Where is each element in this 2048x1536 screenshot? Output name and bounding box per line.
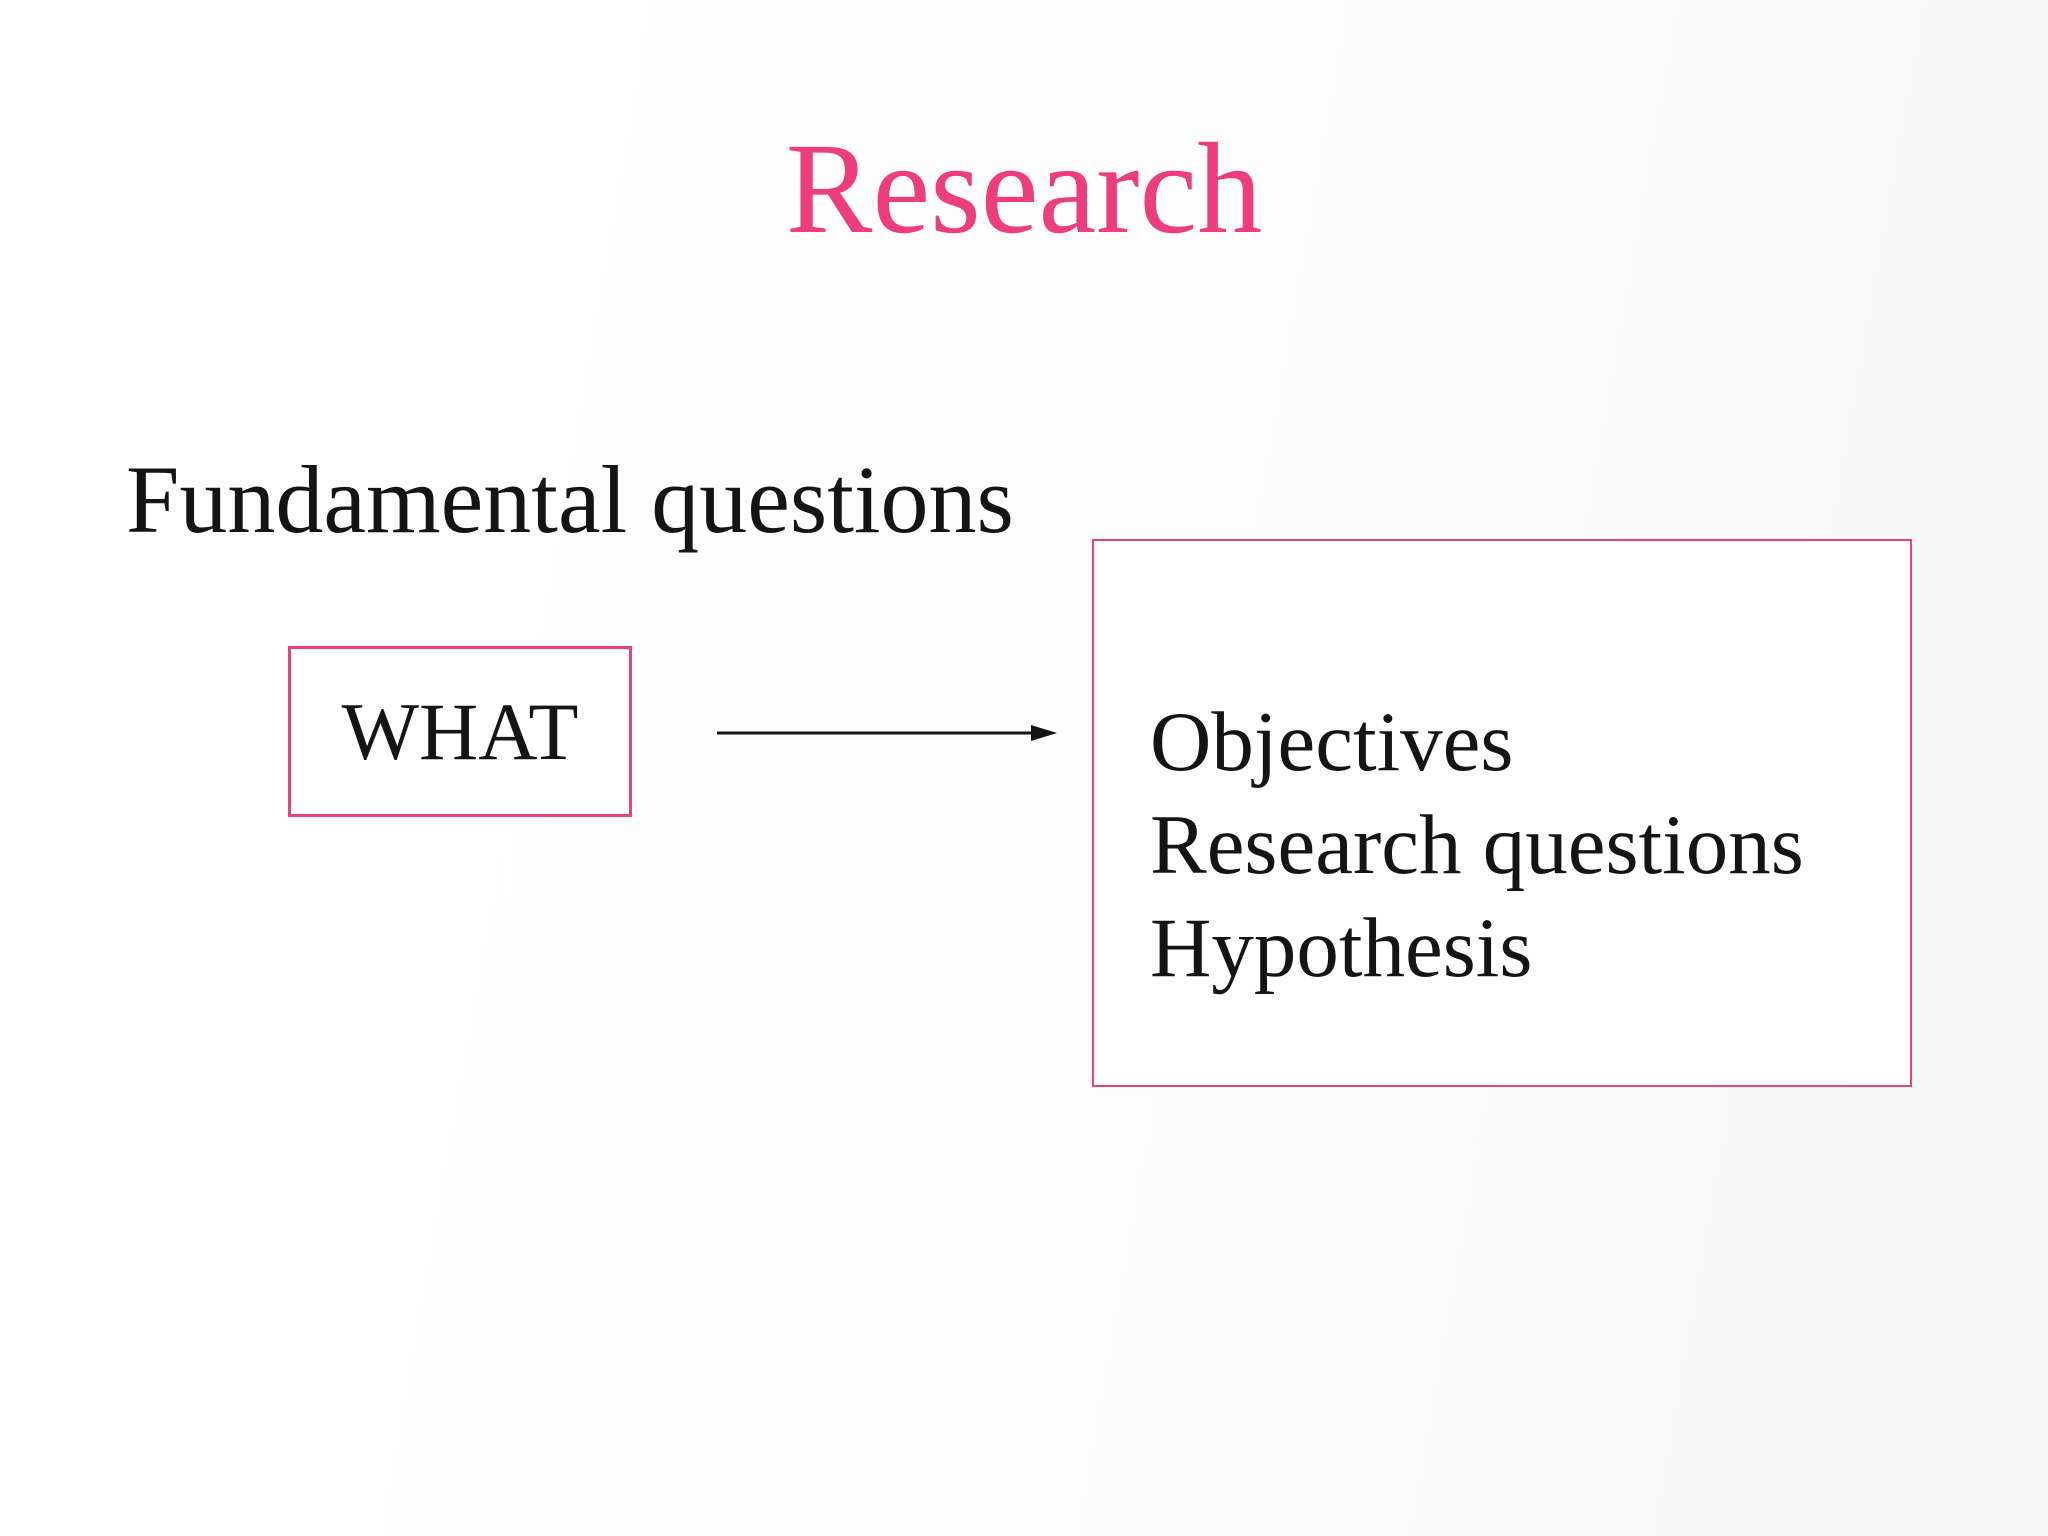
outcome-line-objectives: Objectives (1150, 695, 1514, 789)
what-box-label: WHAT (341, 685, 579, 777)
outcome-line-hypothesis: Hypothesis (1150, 900, 1533, 995)
outcome-line-research-questions: Research questions (1150, 797, 1804, 892)
slide-title: Research (785, 117, 1263, 261)
what-box: WHAT (288, 646, 632, 817)
flow-arrow-icon (717, 725, 1057, 741)
outcomes-box: Objectives Research questions Hypothesis (1092, 539, 1912, 1087)
heading-fundamental-questions: Fundamental questions (126, 446, 1014, 553)
